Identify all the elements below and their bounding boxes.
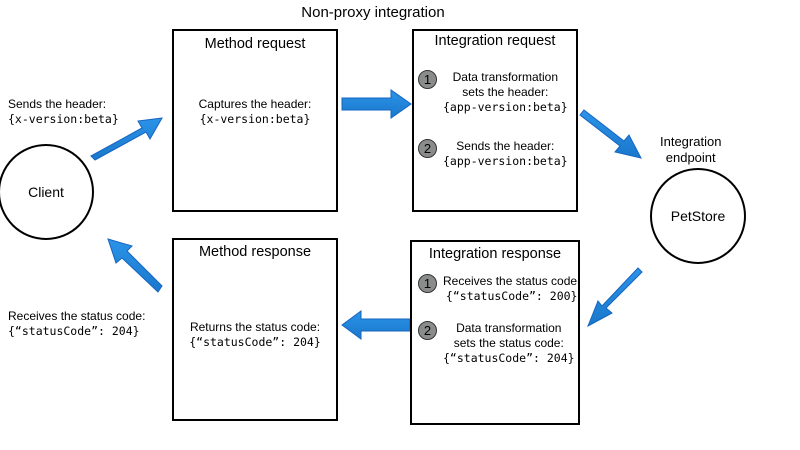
integration-request-step-1-text: Data transformation sets the header: [452, 70, 558, 99]
integration-request-box: Integration request 1 Data transformatio… [412, 29, 578, 212]
integration-response-title: Integration response [428, 246, 562, 262]
petstore-label: PetStore [670, 208, 726, 224]
client-request-text: Sends the header: [8, 97, 107, 111]
step-2-detail: Sends the header: {app-version:beta} [443, 139, 568, 169]
method-response-detail: Returns the status code: {“statusCode”: … [174, 320, 336, 350]
integration-endpoint-label: Integration endpoint [660, 134, 722, 165]
method-response-box: Method response Returns the status code:… [172, 238, 338, 421]
method-response-title: Method response [198, 244, 312, 260]
integration-request-step-2-code: {app-version:beta} [443, 154, 568, 168]
client-response-code: {“statusCode”: 204} [8, 324, 140, 338]
method-response-text: Returns the status code: [189, 320, 321, 334]
arrow-endpoint-to-integration-response [587, 267, 643, 328]
integration-response-step-2-text: Data transformation sets the status code… [453, 321, 564, 350]
step-1-badge: 1 [418, 274, 437, 293]
method-response-code: {“statusCode”: 204} [189, 335, 321, 349]
method-request-code: {x-version:beta} [199, 112, 311, 126]
step-1-detail: Receives the status code: {“statusCode”:… [443, 274, 580, 304]
step-1-detail: Data transformation sets the header: {ap… [443, 70, 568, 115]
step-2-badge: 2 [418, 321, 437, 340]
integration-response-step-2: 2 Data transformation sets the status co… [418, 321, 575, 366]
client-response-text: Receives the status code: [8, 309, 146, 323]
client-node: Client [0, 144, 94, 240]
integration-response-step-2-code: {“statusCode”: 204} [443, 351, 575, 365]
integration-response-step-1-text: Receives the status code: [443, 274, 581, 288]
method-request-detail: Captures the header: {x-version:beta} [174, 97, 336, 127]
petstore-node: PetStore [650, 168, 746, 264]
integration-response-box: Integration response 1 Receives the stat… [410, 240, 580, 425]
integration-request-step-1-code: {app-version:beta} [443, 100, 568, 114]
arrow-integration-request-to-endpoint [579, 109, 642, 159]
integration-request-step-2-text: Sends the header: [456, 139, 555, 153]
method-request-box: Method request Captures the header: {x-v… [172, 29, 338, 212]
step-2-badge: 2 [418, 139, 437, 158]
step-2-detail: Data transformation sets the status code… [443, 321, 575, 366]
client-request-label: Sends the header: {x-version:beta} [8, 97, 119, 127]
arrow-method-request-to-integration-request [341, 89, 412, 119]
integration-request-step-2: 2 Sends the header: {app-version:beta} [418, 139, 568, 169]
integration-response-step-1-code: {“statusCode”: 200} [445, 289, 578, 303]
client-label: Client [28, 184, 64, 200]
client-request-code: {x-version:beta} [8, 112, 119, 126]
client-response-label: Receives the status code: {“statusCode”:… [8, 309, 145, 339]
arrow-integration-response-to-method-response [341, 310, 411, 340]
arrow-method-response-to-client [107, 238, 163, 293]
integration-request-step-1: 1 Data transformation sets the header: {… [418, 70, 568, 115]
step-1-badge: 1 [418, 70, 437, 89]
method-request-title: Method request [204, 36, 306, 52]
arrow-client-to-method-request [90, 117, 163, 161]
integration-response-step-1: 1 Receives the status code: {“statusCode… [418, 274, 580, 304]
diagram-title: Non-proxy integration [301, 4, 445, 21]
integration-request-title: Integration request [434, 33, 556, 49]
method-request-text: Captures the header: [198, 97, 312, 111]
